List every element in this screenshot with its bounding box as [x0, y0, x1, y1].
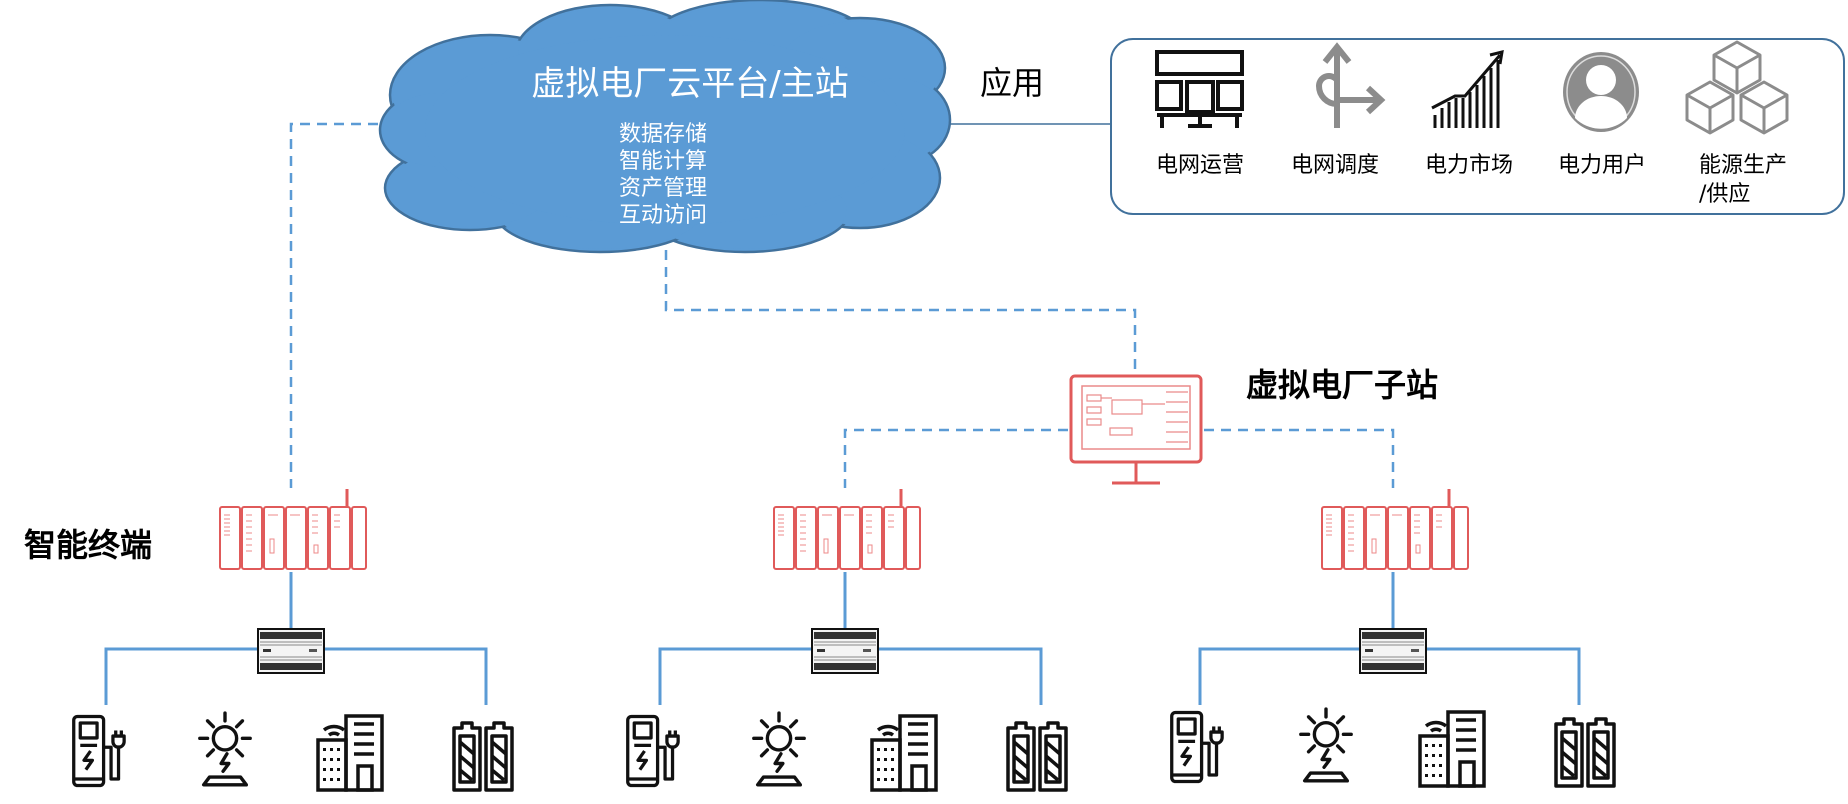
- cloud-function-interactive-access: 互动访问: [619, 203, 707, 228]
- terminal-group-1: [72, 487, 514, 792]
- smart-terminal-plc-icon: [772, 487, 922, 571]
- cloud-function-asset-management: 资产管理: [619, 176, 707, 201]
- dispatch-arrows-icon: [1315, 42, 1386, 128]
- battery-icon: [1554, 717, 1616, 788]
- cloud-function-computing: 智能计算: [619, 149, 707, 174]
- building-icon: [870, 714, 938, 792]
- applications-panel: 电网运营 电网调度 电力市场 电力用户 能源生产 /供应: [1110, 38, 1845, 215]
- app-energy-production-line2: /供应: [1699, 182, 1750, 207]
- smart-terminal-plc-icon: [1320, 487, 1470, 571]
- application-label: 应用: [980, 64, 1044, 102]
- substation-label: 虚拟电厂子站: [1246, 366, 1438, 404]
- cloud-to-terminal-link: [289, 122, 395, 488]
- ev-charger-icon: [72, 714, 126, 788]
- substation-to-terminal3-link: [1204, 428, 1395, 488]
- solar-icon: [198, 711, 252, 787]
- substation-to-terminal2-link: [843, 428, 1068, 488]
- battery-icon: [1006, 721, 1068, 792]
- user-icon: [1563, 52, 1639, 132]
- ev-charger-icon: [626, 714, 680, 788]
- solar-icon: [752, 711, 806, 787]
- building-icon: [1418, 710, 1486, 788]
- network-switch-icon: [257, 628, 325, 674]
- smart-terminal-plc-icon: [218, 487, 368, 571]
- network-switch-icon: [811, 628, 879, 674]
- cubes-icon: [1685, 40, 1789, 135]
- ev-charger-icon: [1170, 710, 1224, 784]
- app-power-users: 电力用户: [1558, 153, 1646, 178]
- cloud-function-storage: 数据存储: [619, 122, 707, 147]
- app-grid-operation: 电网运营: [1156, 153, 1244, 178]
- control-room-icon: [1155, 50, 1244, 128]
- cloud-platform: 虚拟电厂云平台/主站 数据存储 智能计算 资产管理 互动访问: [378, 0, 952, 254]
- network-switch-icon: [1359, 628, 1427, 674]
- cloud-to-substation-link: [664, 250, 1137, 374]
- terminal-group-2: [626, 487, 1068, 792]
- terminal-label: 智能终端: [24, 526, 152, 564]
- app-power-market: 电力市场: [1425, 153, 1513, 178]
- solar-icon: [1299, 707, 1353, 783]
- dashed-links: [289, 122, 1395, 488]
- battery-icon: [452, 721, 514, 792]
- building-icon: [316, 714, 384, 792]
- cloud-title: 虚拟电厂云平台/主站: [531, 64, 848, 104]
- substation-monitor-icon: [1069, 374, 1203, 485]
- market-chart-icon: [1431, 49, 1504, 128]
- terminal-group-3: [1170, 487, 1616, 788]
- app-grid-dispatch: 电网调度: [1291, 153, 1379, 178]
- app-energy-production-line1: 能源生产: [1699, 153, 1787, 178]
